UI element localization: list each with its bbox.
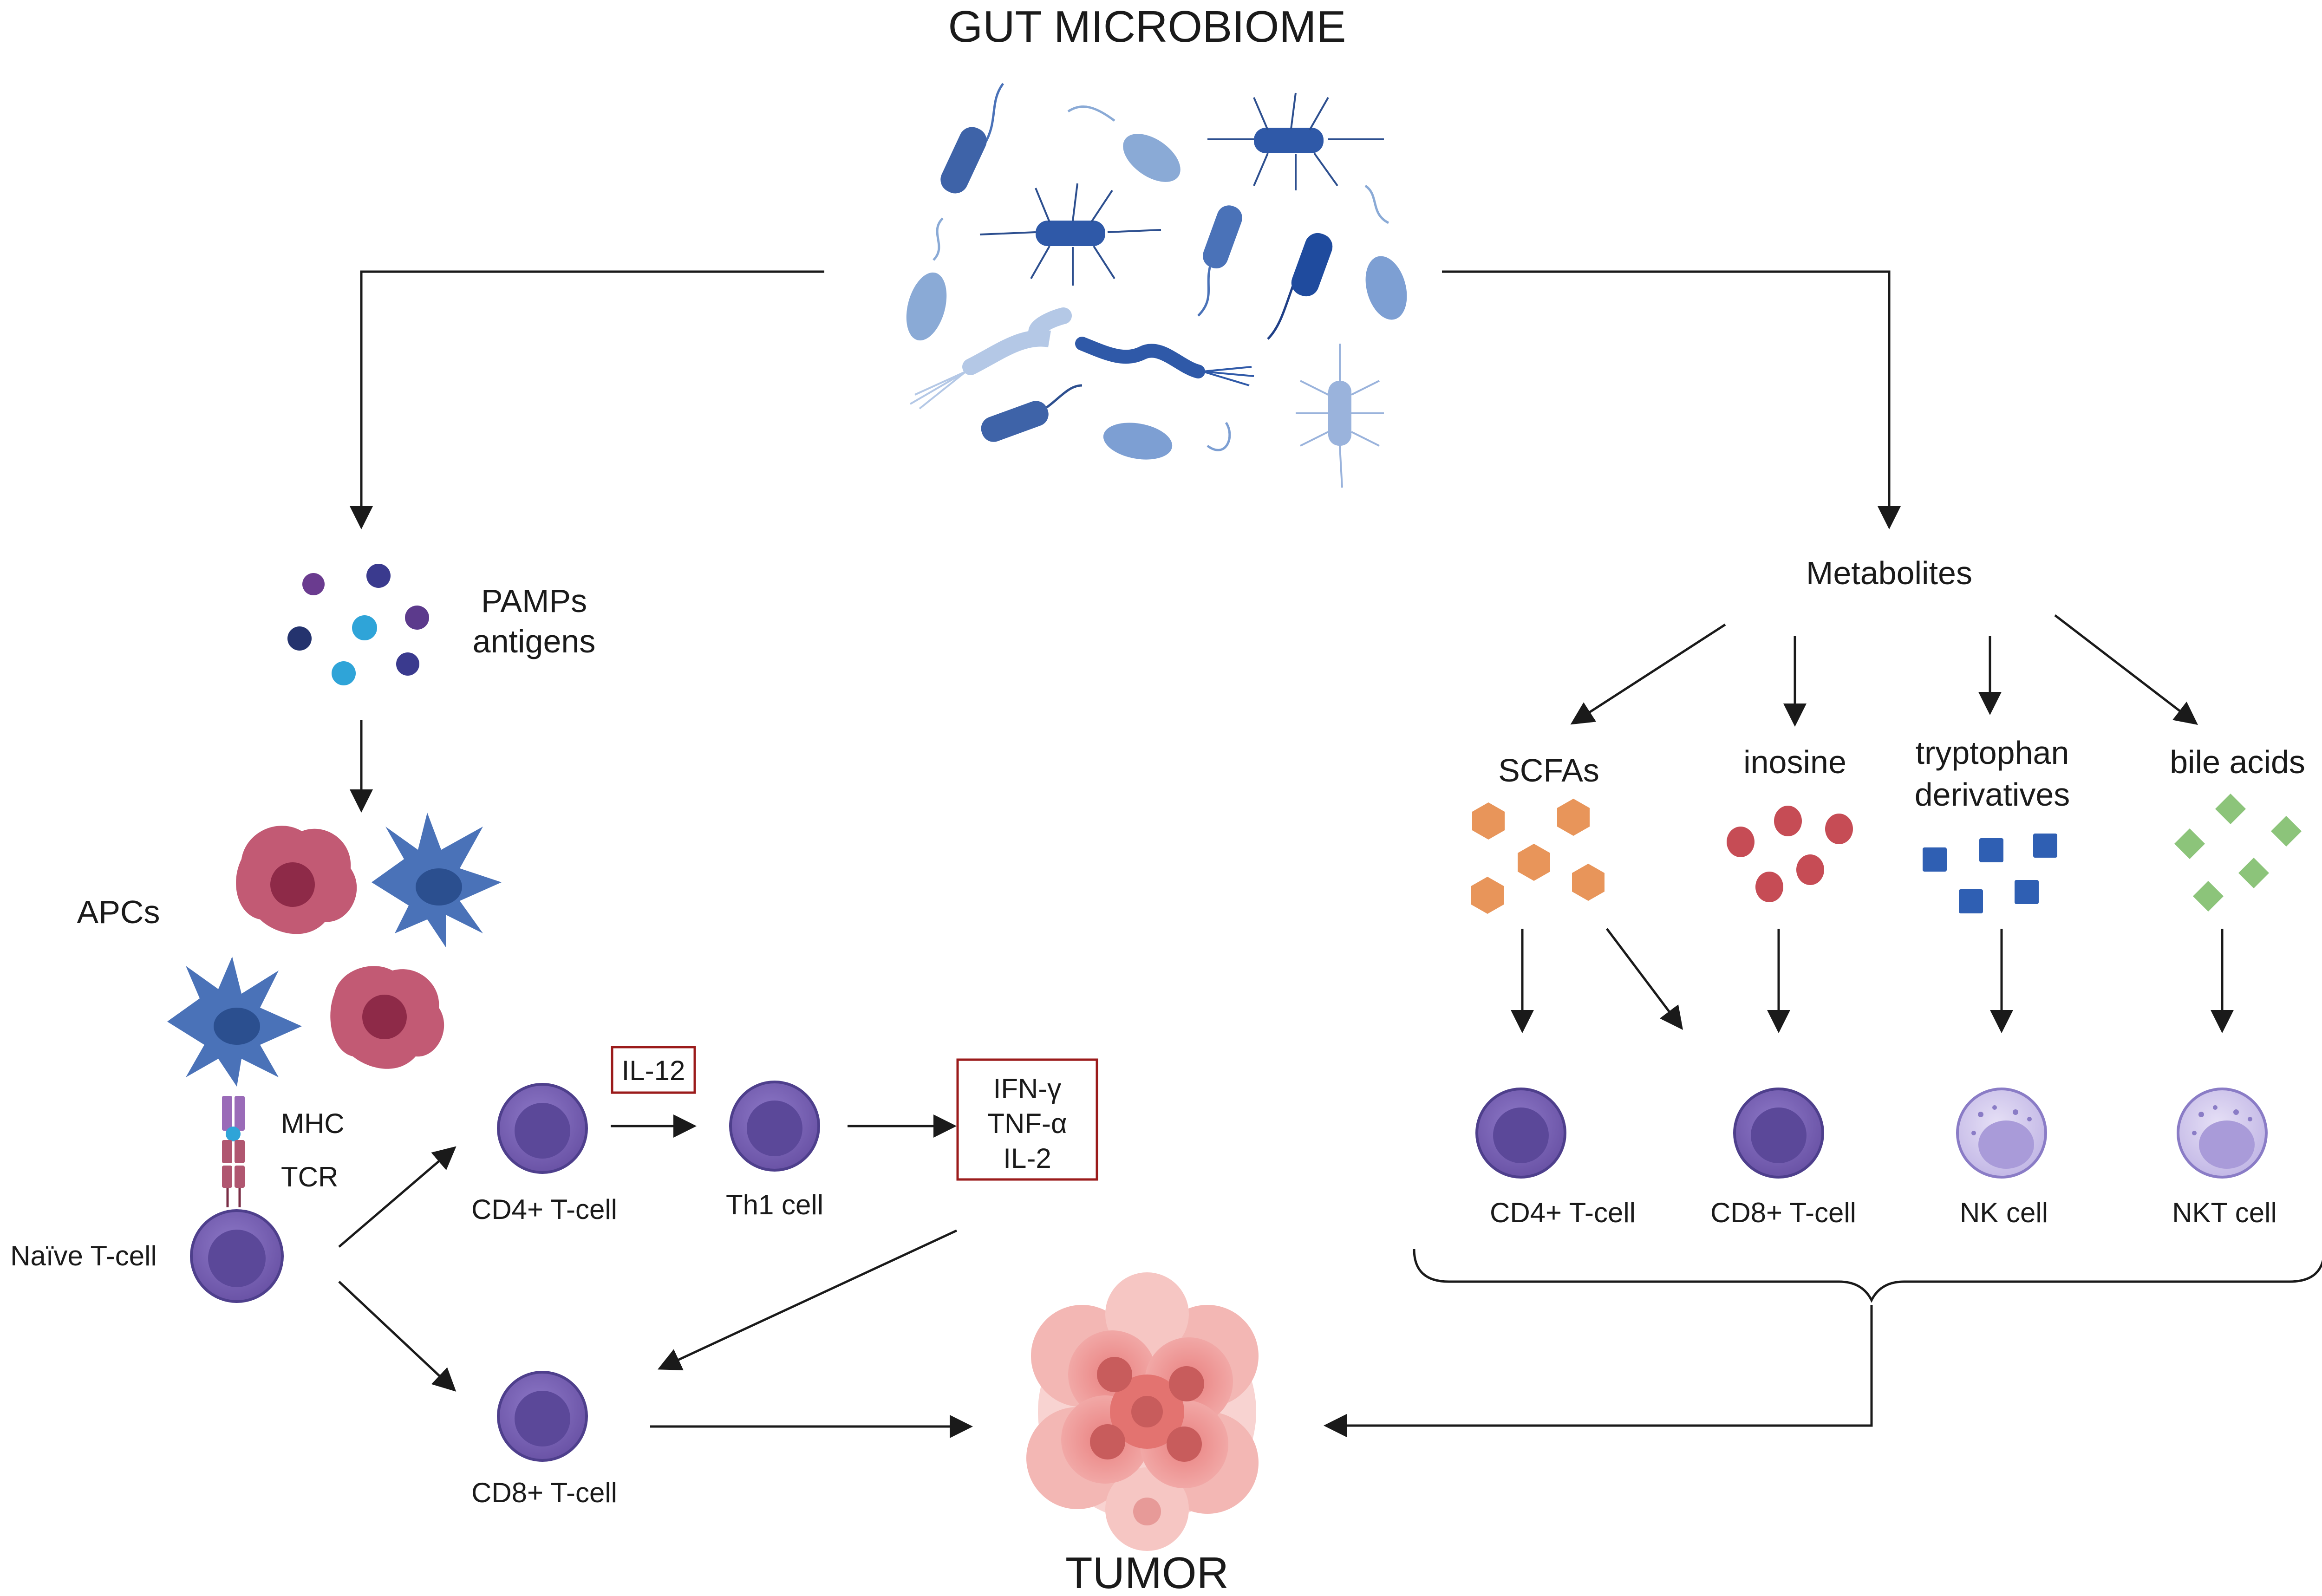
nkt-cell <box>2177 1088 2268 1179</box>
cd8-t-cell-left <box>497 1371 588 1462</box>
bacterium-spiral-1 <box>909 307 1072 410</box>
il12-box <box>611 1046 696 1094</box>
th1-cell-label: Th1 cell <box>726 1189 823 1220</box>
arrow-brace-to-tumor <box>1324 1305 1873 1437</box>
naive-t-cell <box>190 1209 284 1303</box>
arrow-to-metabolites <box>1442 270 1901 529</box>
arrow-metab-to-bile <box>2054 614 2198 725</box>
apcs-label: APCs <box>77 894 160 930</box>
tcr-label: TCR <box>281 1161 338 1192</box>
antigens-label: antigens <box>473 623 596 659</box>
cd4-t-cell-right-label: CD4+ T-cell <box>1490 1197 1636 1228</box>
tumor-label: TUMOR <box>1065 1548 1229 1594</box>
bacterium-rod-3 <box>1267 233 1333 340</box>
cd8-t-cell-left-label: CD8+ T-cell <box>471 1477 617 1508</box>
bacterium-rod-2 <box>1197 205 1242 317</box>
scfa-molecules <box>1471 799 1605 914</box>
bacterium-rod-1 <box>940 83 1004 194</box>
bile-acids-label: bile acids <box>2170 744 2305 780</box>
title: GUT MICROBIOME <box>948 2 1346 52</box>
il12-label: IL-12 <box>622 1055 685 1086</box>
arrow-metab-to-scfas <box>1570 623 1726 725</box>
apc-macrophage-1 <box>236 826 357 934</box>
arrow-scfa-to-cd8 <box>1606 928 1683 1030</box>
mhc-label: MHC <box>281 1108 345 1139</box>
bile-acid-molecules <box>2174 794 2302 912</box>
grouping-brace <box>1413 1249 2322 1303</box>
scfas-label: SCFAs <box>1498 752 1599 788</box>
arrow-naive-to-cd8 <box>338 1281 457 1392</box>
cd8-t-cell-right <box>1733 1088 1824 1179</box>
th1-cell <box>729 1081 820 1172</box>
cytokine-ifn: IFN-γ <box>993 1073 1062 1104</box>
apc-dendritic-2 <box>167 957 302 1087</box>
apc-macrophage-2 <box>330 966 444 1069</box>
derivatives-label: derivatives <box>1915 776 2070 813</box>
metabolites-label: Metabolites <box>1806 555 1972 591</box>
arrow-to-pamps <box>350 270 824 529</box>
cd4-t-cell-right <box>1475 1088 1566 1179</box>
arrow-cytokines-to-cd8 <box>657 1229 958 1370</box>
inosine-label: inosine <box>1743 744 1846 780</box>
nkt-cell-label: NKT cell <box>2172 1197 2277 1228</box>
pamps-label: PAMPs <box>481 583 587 619</box>
naive-t-cell-label: Naïve T-cell <box>10 1240 157 1271</box>
cd8-t-cell-right-label: CD8+ T-cell <box>1710 1197 1856 1228</box>
apc-dendritic-1 <box>372 813 502 947</box>
bacterium-curved-3 <box>906 217 947 341</box>
cytokine-box <box>956 1058 1098 1181</box>
cd4-t-cell-left <box>497 1083 588 1174</box>
inosine-molecules <box>1727 806 1853 902</box>
bacterium-curved-2 <box>1364 184 1407 320</box>
bacterium-rod-4 <box>981 384 1083 442</box>
bacterium-flagellate-1 <box>1207 92 1384 190</box>
bacterium-flagellate-2 <box>979 183 1161 286</box>
cytokine-il2: IL-2 <box>1003 1143 1051 1174</box>
bacterium-flagellate-3 <box>1296 344 1384 488</box>
bacterium-curved-1 <box>1067 105 1181 182</box>
tumor <box>1026 1272 1259 1551</box>
mhc-tcr-complex <box>222 1096 245 1207</box>
cytokine-tnf: TNF-α <box>987 1108 1067 1139</box>
arrow-naive-to-cd4 <box>338 1146 457 1248</box>
nk-cell <box>1956 1088 2047 1179</box>
tryptophan-molecules <box>1923 834 2057 913</box>
tryptophan-label: tryptophan <box>1916 735 2069 771</box>
bacteria-cluster <box>906 83 1407 488</box>
bacterium-spiral-2 <box>1075 337 1254 386</box>
nk-cell-label: NK cell <box>1960 1197 2048 1228</box>
cd4-t-cell-left-label: CD4+ T-cell <box>471 1194 617 1225</box>
bacterium-curved-4 <box>1103 422 1231 460</box>
pamps-particles <box>287 564 429 685</box>
